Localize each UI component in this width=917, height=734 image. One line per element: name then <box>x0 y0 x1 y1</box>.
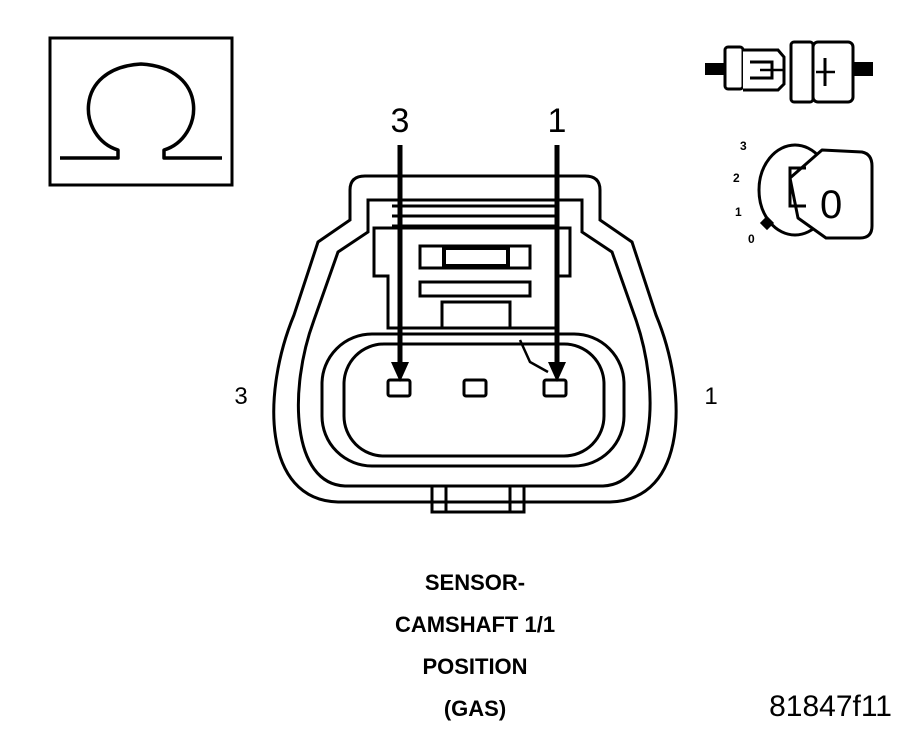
connector-face <box>272 174 678 514</box>
left-side-label: 3 <box>234 383 247 410</box>
omega-ohm-icon <box>48 36 234 187</box>
terminal-2 <box>462 378 488 398</box>
pin-3-pointer <box>391 145 409 382</box>
title-line-1: SENSOR- <box>425 570 525 595</box>
ignition-scale-3: 3 <box>740 139 747 153</box>
ignition-scale-0: 0 <box>748 232 755 246</box>
ignition-scale-1: 1 <box>735 205 742 219</box>
pin-3-callout: 3 <box>391 102 410 140</box>
terminal-3 <box>386 378 412 398</box>
title-line-2: CAMSHAFT 1/1 <box>395 612 555 637</box>
ignition-key-label: 0 <box>820 183 842 227</box>
title-line-4: (GAS) <box>444 696 506 721</box>
disconnected-connector-icon <box>705 40 873 104</box>
pin-1-callout: 1 <box>548 102 567 140</box>
title-line-3: POSITION <box>422 654 527 679</box>
ignition-key-off-icon: 3 2 1 0 0 <box>733 139 874 246</box>
ignition-scale-2: 2 <box>733 171 740 185</box>
terminal-1 <box>542 378 568 398</box>
right-side-label: 1 <box>704 383 717 410</box>
pin-1-pointer <box>548 145 566 382</box>
figure-id: 81847f11 <box>769 690 892 723</box>
